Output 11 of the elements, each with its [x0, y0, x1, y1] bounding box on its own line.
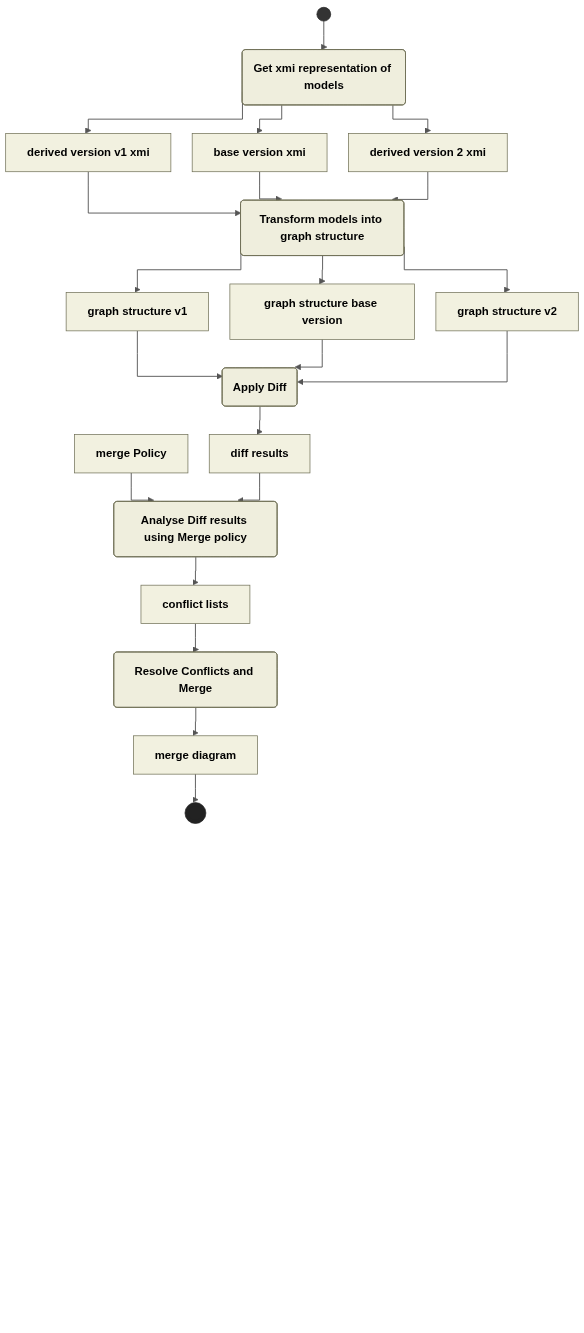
node-box: graph structure v1 [65, 292, 209, 332]
node-box: graph structure base version [229, 283, 415, 340]
node-box: base version xmi [191, 133, 328, 173]
node-circle [316, 6, 332, 22]
node-box: diff results [208, 434, 311, 474]
node-box: derived version v1 xmi [5, 133, 172, 173]
node-box: merge diagram [133, 735, 258, 775]
node-box: derived version 2 xmi [348, 133, 508, 173]
node-box: graph structure v2 [435, 292, 579, 332]
node-box: merge Policy [74, 434, 189, 474]
node-box: conflict lists [140, 584, 251, 624]
